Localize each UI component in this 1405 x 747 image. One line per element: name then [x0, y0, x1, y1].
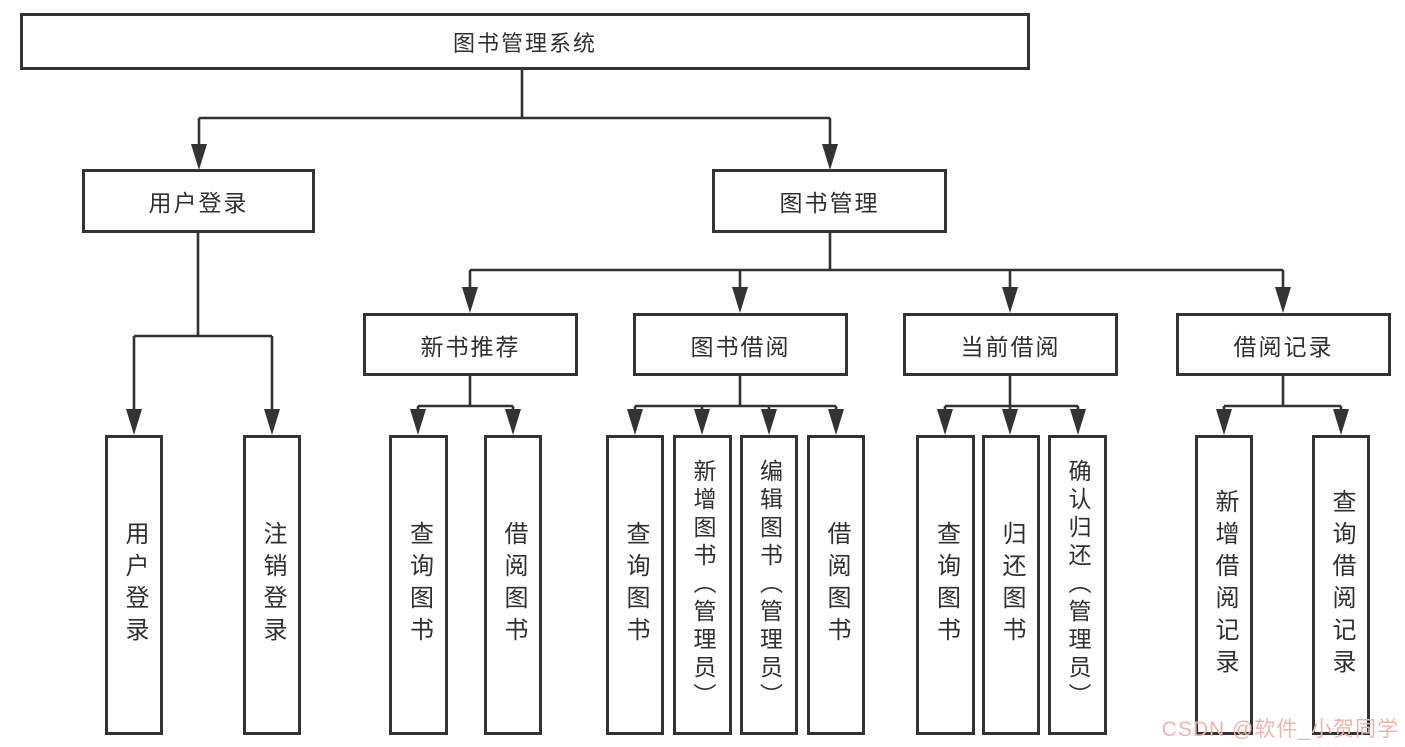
csdn-watermark: CSDN @软件_小贺同学: [1161, 718, 1399, 741]
leaf-edit-book-admin-label: 编辑图书（管理员）: [756, 459, 783, 711]
leaf-logout: 注销登录: [243, 435, 301, 735]
leaf-borrow-books-1: 借阅图书: [484, 435, 542, 735]
leaf-query-books-2-label: 查询图书: [622, 521, 649, 649]
leaf-return-book-label: 归还图书: [998, 521, 1025, 649]
node-user-login: 用户登录: [82, 169, 315, 233]
node-new-book-recommend: 新书推荐: [363, 313, 578, 376]
leaf-edit-book-admin: 编辑图书（管理员）: [740, 435, 798, 735]
leaf-user-login-label: 用户登录: [121, 521, 148, 649]
leaf-query-books-3-label: 查询图书: [932, 521, 960, 649]
leaf-add-borrow-record: 新增借阅记录: [1195, 435, 1253, 735]
node-current-borrow: 当前借阅: [903, 313, 1118, 376]
leaf-query-books-1-label: 查询图书: [405, 521, 433, 649]
leaf-query-books-2: 查询图书: [606, 435, 664, 735]
leaf-add-borrow-record-label: 新增借阅记录: [1211, 489, 1238, 681]
leaf-query-borrow-record-label: 查询借阅记录: [1328, 489, 1355, 681]
node-book-management: 图书管理: [712, 169, 947, 233]
leaf-confirm-return-admin-label: 确认归还（管理员）: [1065, 459, 1091, 711]
leaf-query-books-3: 查询图书: [916, 435, 975, 735]
node-book-borrow: 图书借阅: [633, 313, 848, 376]
leaf-add-book-admin-label: 新增图书（管理员）: [690, 459, 716, 711]
node-borrow-records: 借阅记录: [1176, 313, 1391, 376]
leaf-return-book: 归还图书: [982, 435, 1040, 735]
leaf-query-borrow-record: 查询借阅记录: [1312, 435, 1370, 735]
leaf-user-login: 用户登录: [105, 435, 163, 735]
leaf-confirm-return-admin: 确认归还（管理员）: [1048, 435, 1107, 735]
node-root: 图书管理系统: [20, 13, 1030, 70]
leaf-borrow-books-1-label: 借阅图书: [500, 521, 527, 649]
leaf-add-book-admin: 新增图书（管理员）: [673, 435, 732, 735]
leaf-borrow-books-2-label: 借阅图书: [823, 521, 850, 649]
leaf-query-books-1: 查询图书: [389, 435, 448, 735]
leaf-logout-label: 注销登录: [259, 521, 286, 649]
leaf-borrow-books-2: 借阅图书: [807, 435, 865, 735]
